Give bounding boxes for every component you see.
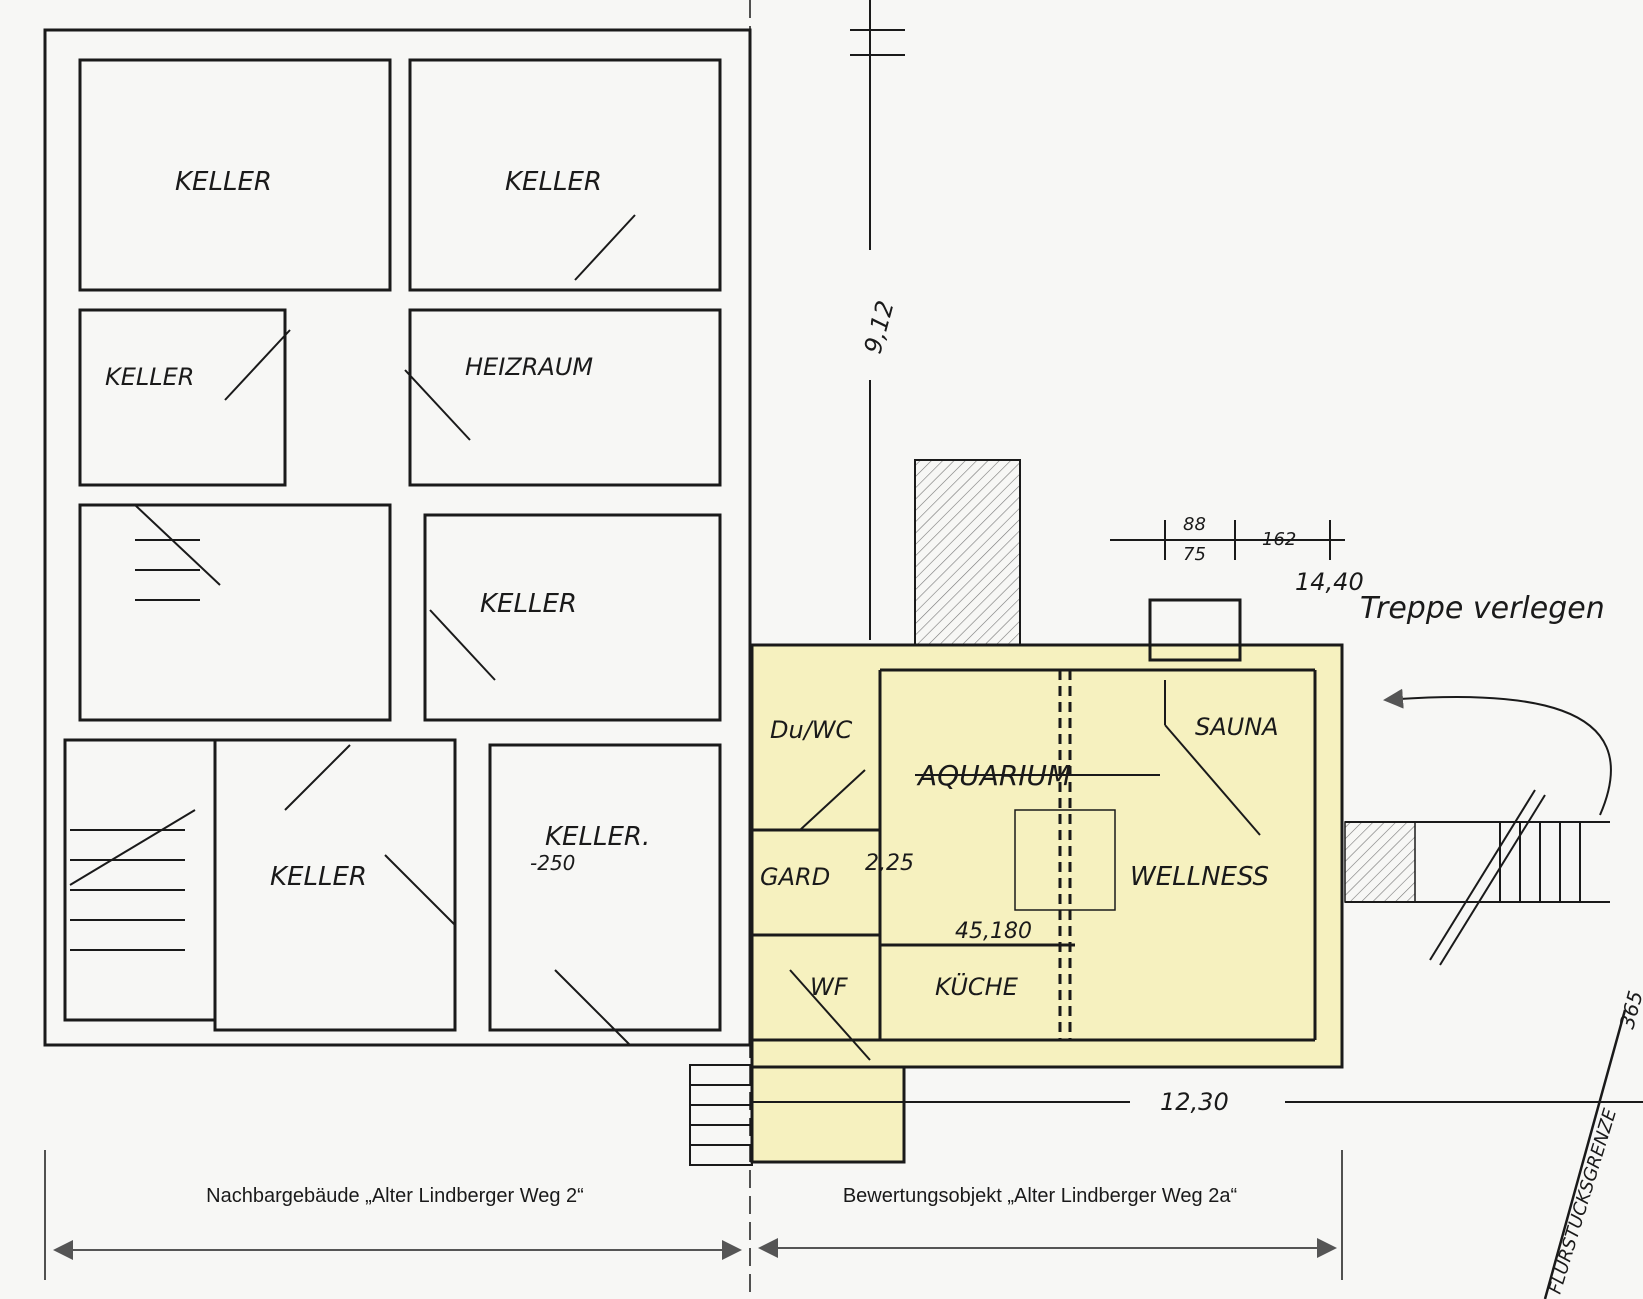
room-label-keller-top-right: KELLER (505, 167, 602, 197)
dimension-lines (44, 0, 1643, 1299)
room-label-wellness: WELLNESS (1130, 862, 1269, 892)
room-label-sauna: SAUNA (1195, 713, 1279, 741)
room-label-heizraum: HEIZRAUM (465, 353, 593, 381)
caption-neighbour-building: Nachbargebäude „Alter Lindberger Weg 2“ (206, 1185, 584, 1207)
room-label-keller-bottom-right: KELLER. (545, 822, 650, 852)
parcel-boundary-line (1543, 1009, 1627, 1299)
dim-45180: 45,180 (955, 919, 1032, 944)
room-label-keller-center: KELLER (480, 589, 577, 619)
dim-75: 75 (1183, 544, 1206, 565)
neighbour-walls (43, 28, 752, 1047)
room-label-du-wc: Du/WC (770, 716, 853, 744)
dim-162: 162 (1262, 529, 1296, 550)
note-flurstuecksgrenze: FLURSTÜCKSGRENZE (1544, 1105, 1621, 1296)
room-label-keller-top-left: KELLER (175, 167, 272, 197)
room-label-wf: WF (810, 973, 849, 1001)
caption-arrows (53, 1238, 1337, 1260)
room-label-keller-bottom-left: KELLER (270, 862, 367, 892)
room-label-gard: GARD (760, 863, 830, 891)
dim-365: 365 (1615, 988, 1643, 1031)
room-label-keller-mid-left: KELLER (105, 363, 194, 391)
dim-1230: 12,30 (1160, 1088, 1229, 1116)
level-250: -250 (530, 851, 575, 875)
dim-912: 9,12 (859, 298, 900, 357)
chimney-block (914, 459, 1021, 646)
entrance-steps (689, 1064, 753, 1166)
note-treppe-verlegen: Treppe verlegen (1360, 591, 1605, 626)
caption-subject-building: Bewertungsobjekt „Alter Lindberger Weg 2… (843, 1185, 1237, 1207)
dim-88: 88 (1183, 514, 1206, 535)
dim-1440: 14,40 (1295, 568, 1364, 596)
subject-stairs (789, 680, 1610, 1061)
neighbour-stairs (69, 214, 636, 1046)
subject-highlight (752, 645, 1342, 1162)
stair-landing-hatch (1344, 821, 1416, 903)
relocation-arrow (1383, 688, 1612, 816)
level-225: 2,25 (865, 851, 914, 876)
room-label-kueche: KÜCHE (935, 972, 1019, 1001)
